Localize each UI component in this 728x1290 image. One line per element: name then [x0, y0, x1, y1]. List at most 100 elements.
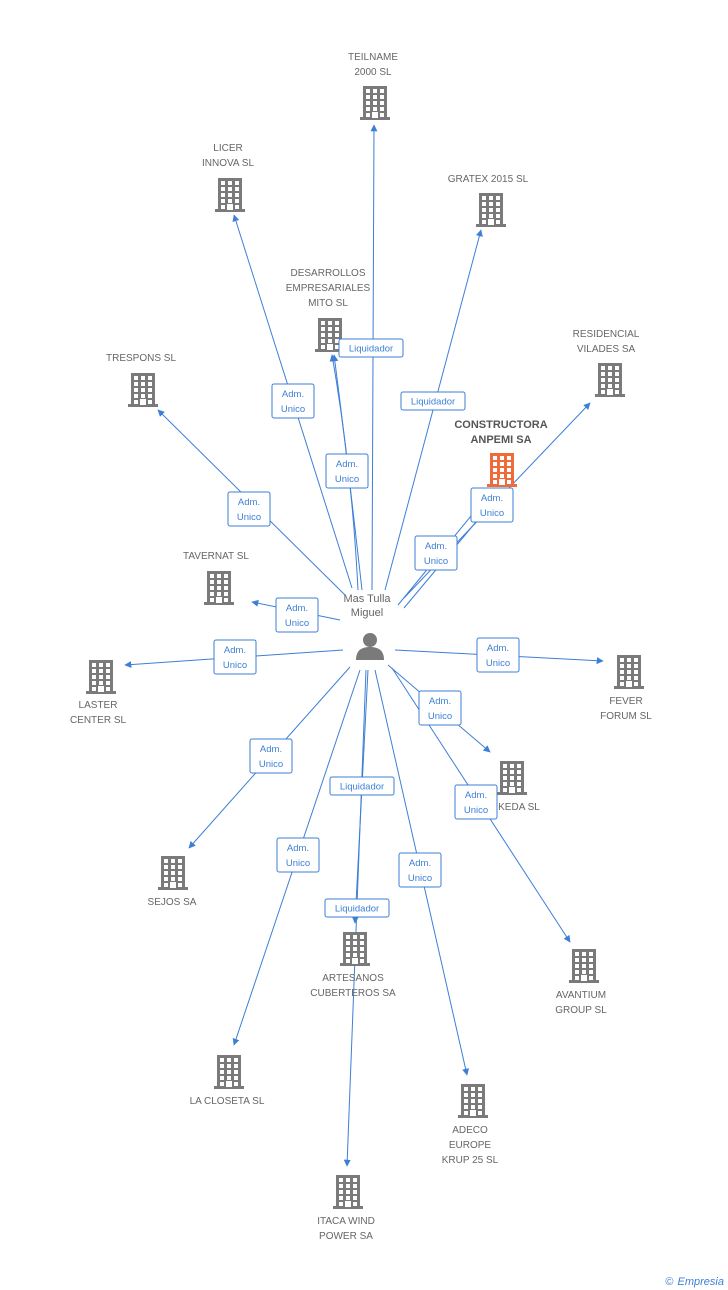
company-label-line: EMPRESARIALES	[286, 283, 371, 294]
role-badge-itaca[interactable]: Liquidador	[324, 898, 390, 918]
footer: ©Empresia	[665, 1276, 724, 1288]
role-badge-lacloseta[interactable]: Adm. Unico	[276, 837, 320, 873]
role-badge-text: Liquidador	[335, 904, 379, 915]
company-node-sejos[interactable]: SEJOS SA	[148, 856, 197, 908]
company-node-lacloseta[interactable]: LA CLOSETA SL	[190, 1055, 265, 1107]
company-node-desarrollos[interactable]: DESARROLLOS EMPRESARIALES MITO SL	[286, 268, 371, 352]
role-badge-tavernat[interactable]: Adm.Unico	[275, 597, 319, 633]
edge-to-itaca	[343, 669, 367, 1167]
role-badge-text: Liquidador	[411, 397, 455, 408]
building-icon	[128, 373, 158, 407]
role-badge-text: Adm.	[429, 696, 451, 707]
role-badge-text: Adm.	[282, 389, 304, 400]
company-label-line: INNOVA SL	[202, 158, 254, 169]
company-label-line: EUROPE	[449, 1140, 492, 1151]
company-nodes: TEILNAME 2000 SL LICER INNOVA SL GRATEX 2015…	[70, 52, 652, 1242]
role-badge-text: Adm.	[409, 858, 431, 869]
company-label-line: 2000 SL	[354, 67, 392, 78]
building-icon	[614, 655, 644, 689]
role-badge-text: Adm.	[481, 493, 503, 504]
edge-to-desarrollos	[331, 354, 363, 591]
role-badge-text: Unico	[281, 404, 305, 415]
person-name-line-1: Mas Tulla	[343, 593, 391, 605]
role-badge-trespons[interactable]: Adm.Unico	[227, 491, 271, 527]
company-label-line: GRATEX 2015 SL	[448, 174, 529, 185]
building-icon	[333, 1175, 363, 1209]
building-icon	[204, 571, 234, 605]
role-badges: Adm.UnicoLiquidadorAdm.UnicoLiquidadorAd…	[213, 338, 520, 918]
role-badge-text: Unico	[223, 660, 247, 671]
role-badge-text: Unico	[428, 711, 452, 722]
building-icon	[360, 86, 390, 120]
role-badge-text: Adm.	[287, 843, 309, 854]
company-node-artesanos[interactable]: ARTESANOS CUBERTEROS SA	[310, 932, 396, 999]
company-node-trespons[interactable]: TRESPONS SL	[106, 353, 176, 407]
role-badge-avantium[interactable]: Adm.Unico	[454, 784, 498, 820]
company-label-line: DESARROLLOS	[290, 268, 365, 279]
person-node[interactable]: Mas Tulla Miguel	[343, 593, 391, 660]
brand-logo[interactable]: Empresia	[677, 1276, 724, 1288]
edges	[124, 124, 604, 1167]
building-icon	[595, 363, 625, 397]
role-badge-text: Unico	[259, 759, 283, 770]
role-badge-keda[interactable]: Adm. Unico	[418, 690, 462, 726]
role-badge-text: Adm.	[224, 645, 246, 656]
role-badge-desarrollos[interactable]: Adm.Unico	[325, 453, 369, 489]
role-badge-text: Adm.	[487, 643, 509, 654]
building-icon	[340, 932, 370, 966]
copyright-symbol: ©	[665, 1276, 674, 1288]
role-badge-laster[interactable]: Adm. Unico	[213, 639, 257, 675]
company-node-tavernat[interactable]: TAVERNAT SL	[183, 551, 249, 605]
company-node-gratex[interactable]: GRATEX 2015 SL	[448, 174, 529, 227]
person-name-line-2: Miguel	[351, 607, 383, 619]
building-icon	[497, 761, 527, 795]
company-label-line: TAVERNAT SL	[183, 551, 249, 562]
role-badge-text: Adm.	[336, 459, 358, 470]
company-node-laster[interactable]: LASTER CENTER SL	[70, 660, 127, 726]
focus-building-icon	[487, 453, 517, 487]
company-label-line: LASTER	[79, 700, 118, 711]
company-label-line: ANPEMI SA	[470, 434, 531, 446]
company-label-line: KEDA SL	[498, 802, 540, 813]
role-badge-text: Unico	[285, 618, 309, 629]
company-node-teilname[interactable]: TEILNAME 2000 SL	[348, 52, 398, 120]
company-label-line: CENTER SL	[70, 715, 127, 726]
role-badge-licer[interactable]: Adm. Unico	[271, 383, 315, 419]
company-label-line: GROUP SL	[555, 1005, 607, 1016]
building-icon	[214, 1055, 244, 1089]
role-badge-text: Unico	[486, 658, 510, 669]
company-label-line: CUBERTEROS SA	[310, 988, 396, 999]
role-badge-constructora[interactable]: Adm.Unico	[414, 535, 458, 571]
company-label-line: LICER	[213, 143, 242, 154]
company-label-line: SEJOS SA	[148, 897, 197, 908]
company-node-itaca[interactable]: ITACA WIND POWER SA	[317, 1175, 375, 1242]
role-badge-adeco[interactable]: Adm. Unico	[398, 852, 442, 888]
role-badge-fever[interactable]: Adm. Unico	[476, 637, 520, 673]
building-icon	[215, 178, 245, 212]
company-label-line: MITO SL	[308, 298, 348, 309]
role-badge-gratex[interactable]: Liquidador	[400, 391, 466, 411]
company-label-line: TRESPONS SL	[106, 353, 176, 364]
company-label-line: TEILNAME	[348, 52, 398, 63]
role-badge-desarrollos[interactable]: Liquidador	[338, 338, 404, 358]
company-label-line: POWER SA	[319, 1231, 373, 1242]
role-badge-residencial[interactable]: Adm.Unico	[470, 487, 514, 523]
company-node-keda[interactable]: KEDA SL	[497, 761, 540, 813]
role-badge-text: Adm.	[238, 497, 260, 508]
role-badge-text: Liquidador	[349, 344, 393, 355]
company-node-licer[interactable]: LICER INNOVA SL	[202, 143, 254, 212]
company-label-line: ITACA WIND	[317, 1216, 375, 1227]
role-badge-artesanos[interactable]: Liquidador	[329, 776, 395, 796]
company-label-line: ARTESANOS	[322, 973, 384, 984]
company-label-line: KRUP 25 SL	[442, 1155, 499, 1166]
role-badge-text: Unico	[286, 858, 310, 869]
role-badge-sejos[interactable]: Adm.Unico	[249, 738, 293, 774]
role-badge-text: Unico	[408, 873, 432, 884]
company-label-line: RESIDENCIAL	[573, 329, 640, 340]
role-badge-text: Unico	[464, 805, 488, 816]
